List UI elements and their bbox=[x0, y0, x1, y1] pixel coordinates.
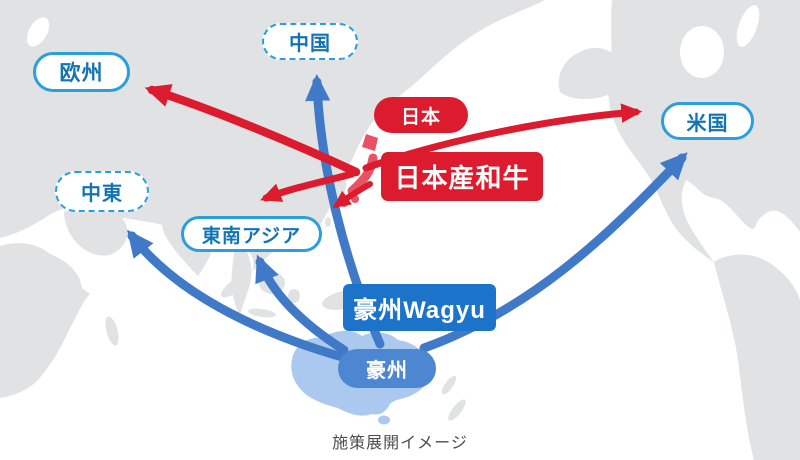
australia-wagyu-box: 豪州Wagyu bbox=[343, 284, 496, 331]
landmass-taiwan bbox=[325, 217, 331, 227]
destination-pill-europe: 欧州 bbox=[33, 52, 130, 92]
destination-pill-china: 中国 bbox=[262, 23, 358, 60]
flow-japan-to-europe bbox=[144, 84, 361, 177]
japan-product-label: 日本産和牛 bbox=[394, 163, 530, 193]
destination-label: 中国 bbox=[289, 33, 331, 55]
caption-text: 施策展開イメージ bbox=[332, 435, 468, 452]
landmass-sumatra bbox=[221, 274, 249, 298]
landmass-south-america bbox=[714, 254, 800, 460]
landmass-java bbox=[248, 308, 276, 318]
destination-label: 中東 bbox=[81, 183, 123, 205]
destination-label: 東南アジア bbox=[201, 225, 302, 247]
destination-pill-middle-east: 中東 bbox=[55, 171, 149, 212]
landmass-new-zealand-north bbox=[441, 375, 457, 395]
flow-japan-to-southeast-asia-short bbox=[332, 181, 373, 209]
destination-pill-usa: 米国 bbox=[661, 102, 754, 140]
flow-australia-to-usa bbox=[419, 152, 688, 353]
hudson-bay bbox=[680, 26, 724, 78]
landmass-arabia bbox=[64, 205, 128, 256]
flow-australia-to-middle-east bbox=[127, 229, 365, 367]
landmass-britain-2 bbox=[21, 157, 29, 169]
japan-marker-pill: 日本 bbox=[374, 97, 468, 133]
flow-japan-to-southeast-asia bbox=[260, 170, 356, 202]
landmass-alaska bbox=[558, 47, 623, 99]
japan-marker-label: 日本 bbox=[400, 106, 441, 128]
landmass-africa bbox=[0, 243, 90, 398]
destination-label: 欧州 bbox=[59, 62, 104, 85]
australia-marker-label: 豪州 bbox=[366, 360, 408, 382]
australia-marker-pill: 豪州 bbox=[338, 349, 436, 388]
flow-australia-to-southeast-asia bbox=[255, 254, 349, 355]
destination-label: 米国 bbox=[686, 112, 729, 135]
landmass-madagascar bbox=[105, 316, 119, 346]
australia-product-label: 豪州Wagyu bbox=[353, 297, 486, 324]
landmass-sulawesi bbox=[288, 289, 300, 303]
landmass-new-zealand-south bbox=[448, 399, 466, 421]
baffin-bay bbox=[736, 5, 760, 47]
landmass-britain bbox=[10, 141, 22, 159]
baltic-sea bbox=[26, 17, 50, 47]
japan-wagyu-box: 日本産和牛 bbox=[381, 152, 543, 201]
destination-pill-southeast-asia: 東南アジア bbox=[181, 216, 322, 252]
